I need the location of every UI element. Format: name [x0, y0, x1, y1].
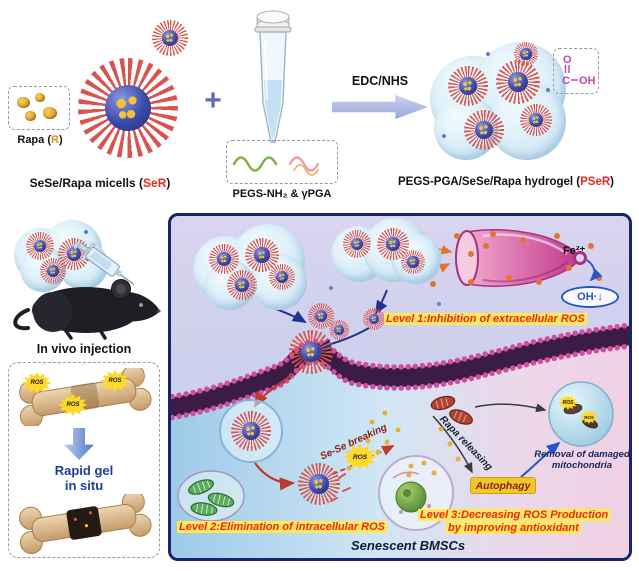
polymer-caption: PEGS-NH₂ & γPGA [232, 188, 332, 200]
micelle-icon [448, 66, 488, 106]
micelle-icon [152, 20, 188, 56]
gel-caption-line1: Rapid gel [54, 463, 114, 478]
micelle-icon [329, 320, 349, 340]
micelle-caption: SeSe/Rapa micells (SeR) [2, 176, 198, 190]
crosslink-dot [84, 230, 88, 234]
spike-fragments [330, 473, 351, 502]
level2-label: Level 2:Elimination of intracellular ROS [177, 521, 387, 534]
micelle-icon [401, 250, 425, 274]
cooh-o: O [563, 54, 572, 66]
hydrogel-caption: PEGS-PGA/SeSe/Rapa hydrogel (PSeR) [376, 176, 636, 188]
crosslink-dot [442, 134, 446, 138]
ros-label: ROS [66, 402, 80, 408]
rapa-drug-icon [43, 107, 57, 119]
injection-caption: In vivo injection [36, 342, 132, 356]
damaged-mitochondria [430, 395, 473, 425]
bone-gel-filled-icon [19, 494, 152, 554]
rapa-caption-pre: Rapa ( [17, 134, 51, 146]
ros-label: ROS [584, 414, 594, 420]
gel-caption-line2: in situ [64, 478, 104, 493]
rapa-drug-icon [17, 97, 30, 108]
micelle-icon [26, 232, 54, 260]
hydrogel-caption-post: ) [610, 176, 615, 188]
level1-text: Level 1:Inhibition of extracellular ROS [384, 313, 587, 325]
micelle-icon [514, 42, 538, 66]
level3-text-line2: by improving antioxidant [446, 522, 581, 534]
level3-text-line1: Level 3:Decreasing ROS Production [418, 509, 611, 521]
crosslink-dot [486, 52, 490, 56]
carboxyl-group-icon: O C OH [562, 54, 596, 87]
mitochondria-removal-sphere [548, 381, 614, 447]
removal-line2: mitochondria [551, 460, 613, 471]
hydrogel-caption-accent: PSeR [580, 176, 611, 188]
reaction-arrow-icon [332, 95, 428, 119]
micelle-icon [78, 58, 178, 158]
tube-icon [254, 10, 292, 143]
removal-caption: Removal of damaged mitochondria [527, 449, 630, 471]
plus-sign: + [204, 84, 222, 117]
cell-membrane [171, 326, 629, 417]
oh-label: OH·↓ [577, 291, 603, 303]
mouse-illustration [13, 279, 161, 340]
hydrogel-blob [331, 218, 443, 292]
cooh-box: O C OH [553, 48, 599, 94]
micelle-icon [40, 258, 66, 284]
reaction-label: EDC/NHS [351, 74, 409, 88]
hydrogel-blob [426, 38, 566, 166]
polymer-box [226, 140, 338, 184]
hydrogel-caption-pre: PEGS-PGA/SeSe/Rapa hydrogel ( [397, 176, 581, 188]
cytoplasm [171, 344, 629, 558]
micelle-caption-accent: SeR [143, 176, 167, 190]
ros-label: ROS [108, 378, 122, 384]
ros-label: ROS [562, 399, 574, 406]
bone-repair-box [8, 362, 160, 558]
micelle-caption-pre: SeSe/Rapa micells ( [29, 176, 144, 190]
micelle-icon [363, 308, 385, 330]
micelle-icon [496, 60, 540, 104]
oh-radical-badge: OH·↓ [561, 286, 619, 308]
senescent-bmscs-label: Senescent BMSCs [351, 538, 466, 553]
level1-label: Level 1:Inhibition of extracellular ROS [384, 313, 587, 326]
micelle-icon [298, 463, 340, 505]
rapa-caption-r: R [51, 134, 59, 146]
cooh-oh: OH [579, 75, 596, 87]
micelle-icon [209, 244, 239, 274]
syringe-icon [74, 242, 135, 286]
ros-label: ROS [352, 453, 368, 461]
rapa-drug-icon [25, 111, 36, 121]
level2-text: Level 2:Elimination of intracellular ROS [177, 521, 387, 533]
micelle-caption-post: ) [166, 176, 171, 190]
micelle-icon [289, 330, 333, 374]
hydrogel-blob [193, 224, 311, 312]
cooh-c: C [562, 75, 570, 87]
autophagy-label: Autophagy [475, 479, 531, 492]
micelle-icon [464, 110, 504, 150]
mechanism-panel: ROS ROS ROS Fe²⁺ OH·↓ Level 1:Inhibition… [168, 213, 632, 561]
rapa-box [8, 86, 70, 130]
rapa-caption: Rapa (R) [0, 134, 80, 146]
healthy-mitochondria [177, 470, 245, 522]
crosslink-dot [546, 88, 550, 92]
level3-label: Level 3:Decreasing ROS Production by imp… [418, 509, 611, 535]
micelle-icon [343, 230, 371, 258]
micelle-icon [227, 270, 257, 300]
polymer-chains-icon [232, 156, 320, 176]
fe-label: Fe²⁺ [563, 245, 586, 257]
micelle-icon [231, 411, 271, 451]
removal-line1: Removal of damaged [534, 449, 630, 460]
rapa-drug-icon [35, 93, 45, 102]
rapa-caption-post: ) [58, 134, 63, 146]
ros-label: ROS [30, 380, 44, 386]
micelle-icon [520, 104, 552, 136]
micelle-icon [269, 264, 295, 290]
autophagy-badge: Autophagy [470, 477, 536, 494]
